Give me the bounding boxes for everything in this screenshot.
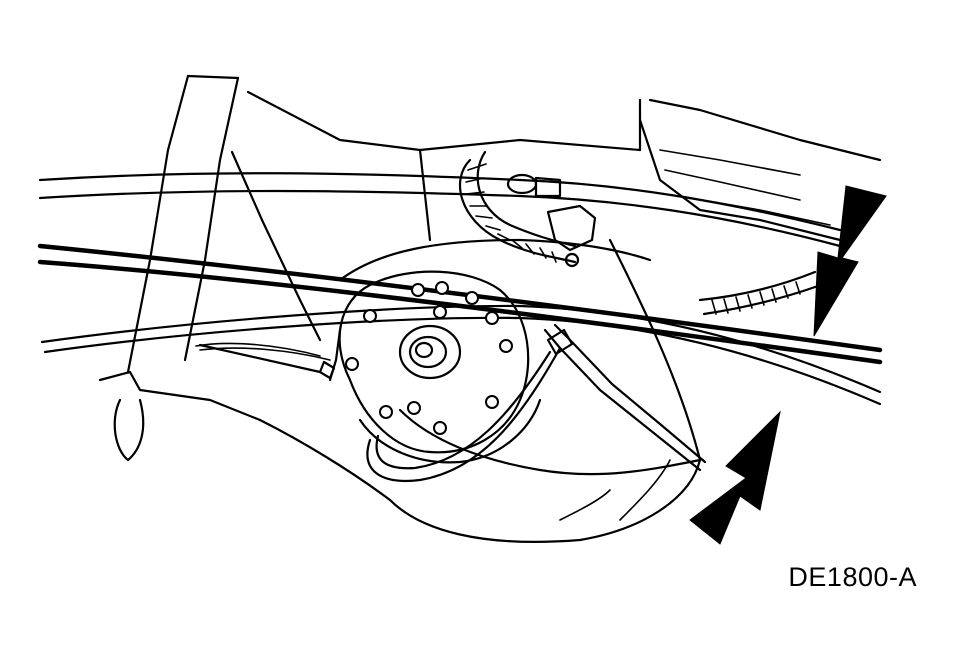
arrow-pointing-up-right-icon (689, 410, 781, 545)
cover-bolt (485, 311, 499, 325)
differential-cover (338, 270, 542, 464)
cover-bolt (363, 309, 377, 323)
pinion-nut (398, 324, 462, 380)
brake-cable-bracket (198, 323, 707, 483)
brake-hose (458, 150, 597, 268)
cover-bolt (499, 339, 513, 353)
leaf-spring (37, 243, 883, 406)
cover-bolt (465, 291, 479, 305)
arrow-pointing-down-left-icon (813, 185, 887, 337)
cover-bolt (345, 357, 359, 371)
cover-bolt (435, 281, 449, 295)
body-panel (638, 98, 882, 242)
figure-code: DE1800-A (788, 562, 917, 592)
wiring-harness (698, 270, 820, 316)
cover-bolt (433, 305, 447, 319)
axle-housing (98, 148, 702, 543)
brake-line (38, 172, 842, 248)
cover-bolt (433, 421, 447, 435)
frame-rail (126, 74, 642, 374)
cover-bolt (379, 405, 393, 419)
cover-bolt (407, 401, 421, 415)
cover-bolt (485, 395, 499, 409)
cover-bolt (411, 283, 425, 297)
